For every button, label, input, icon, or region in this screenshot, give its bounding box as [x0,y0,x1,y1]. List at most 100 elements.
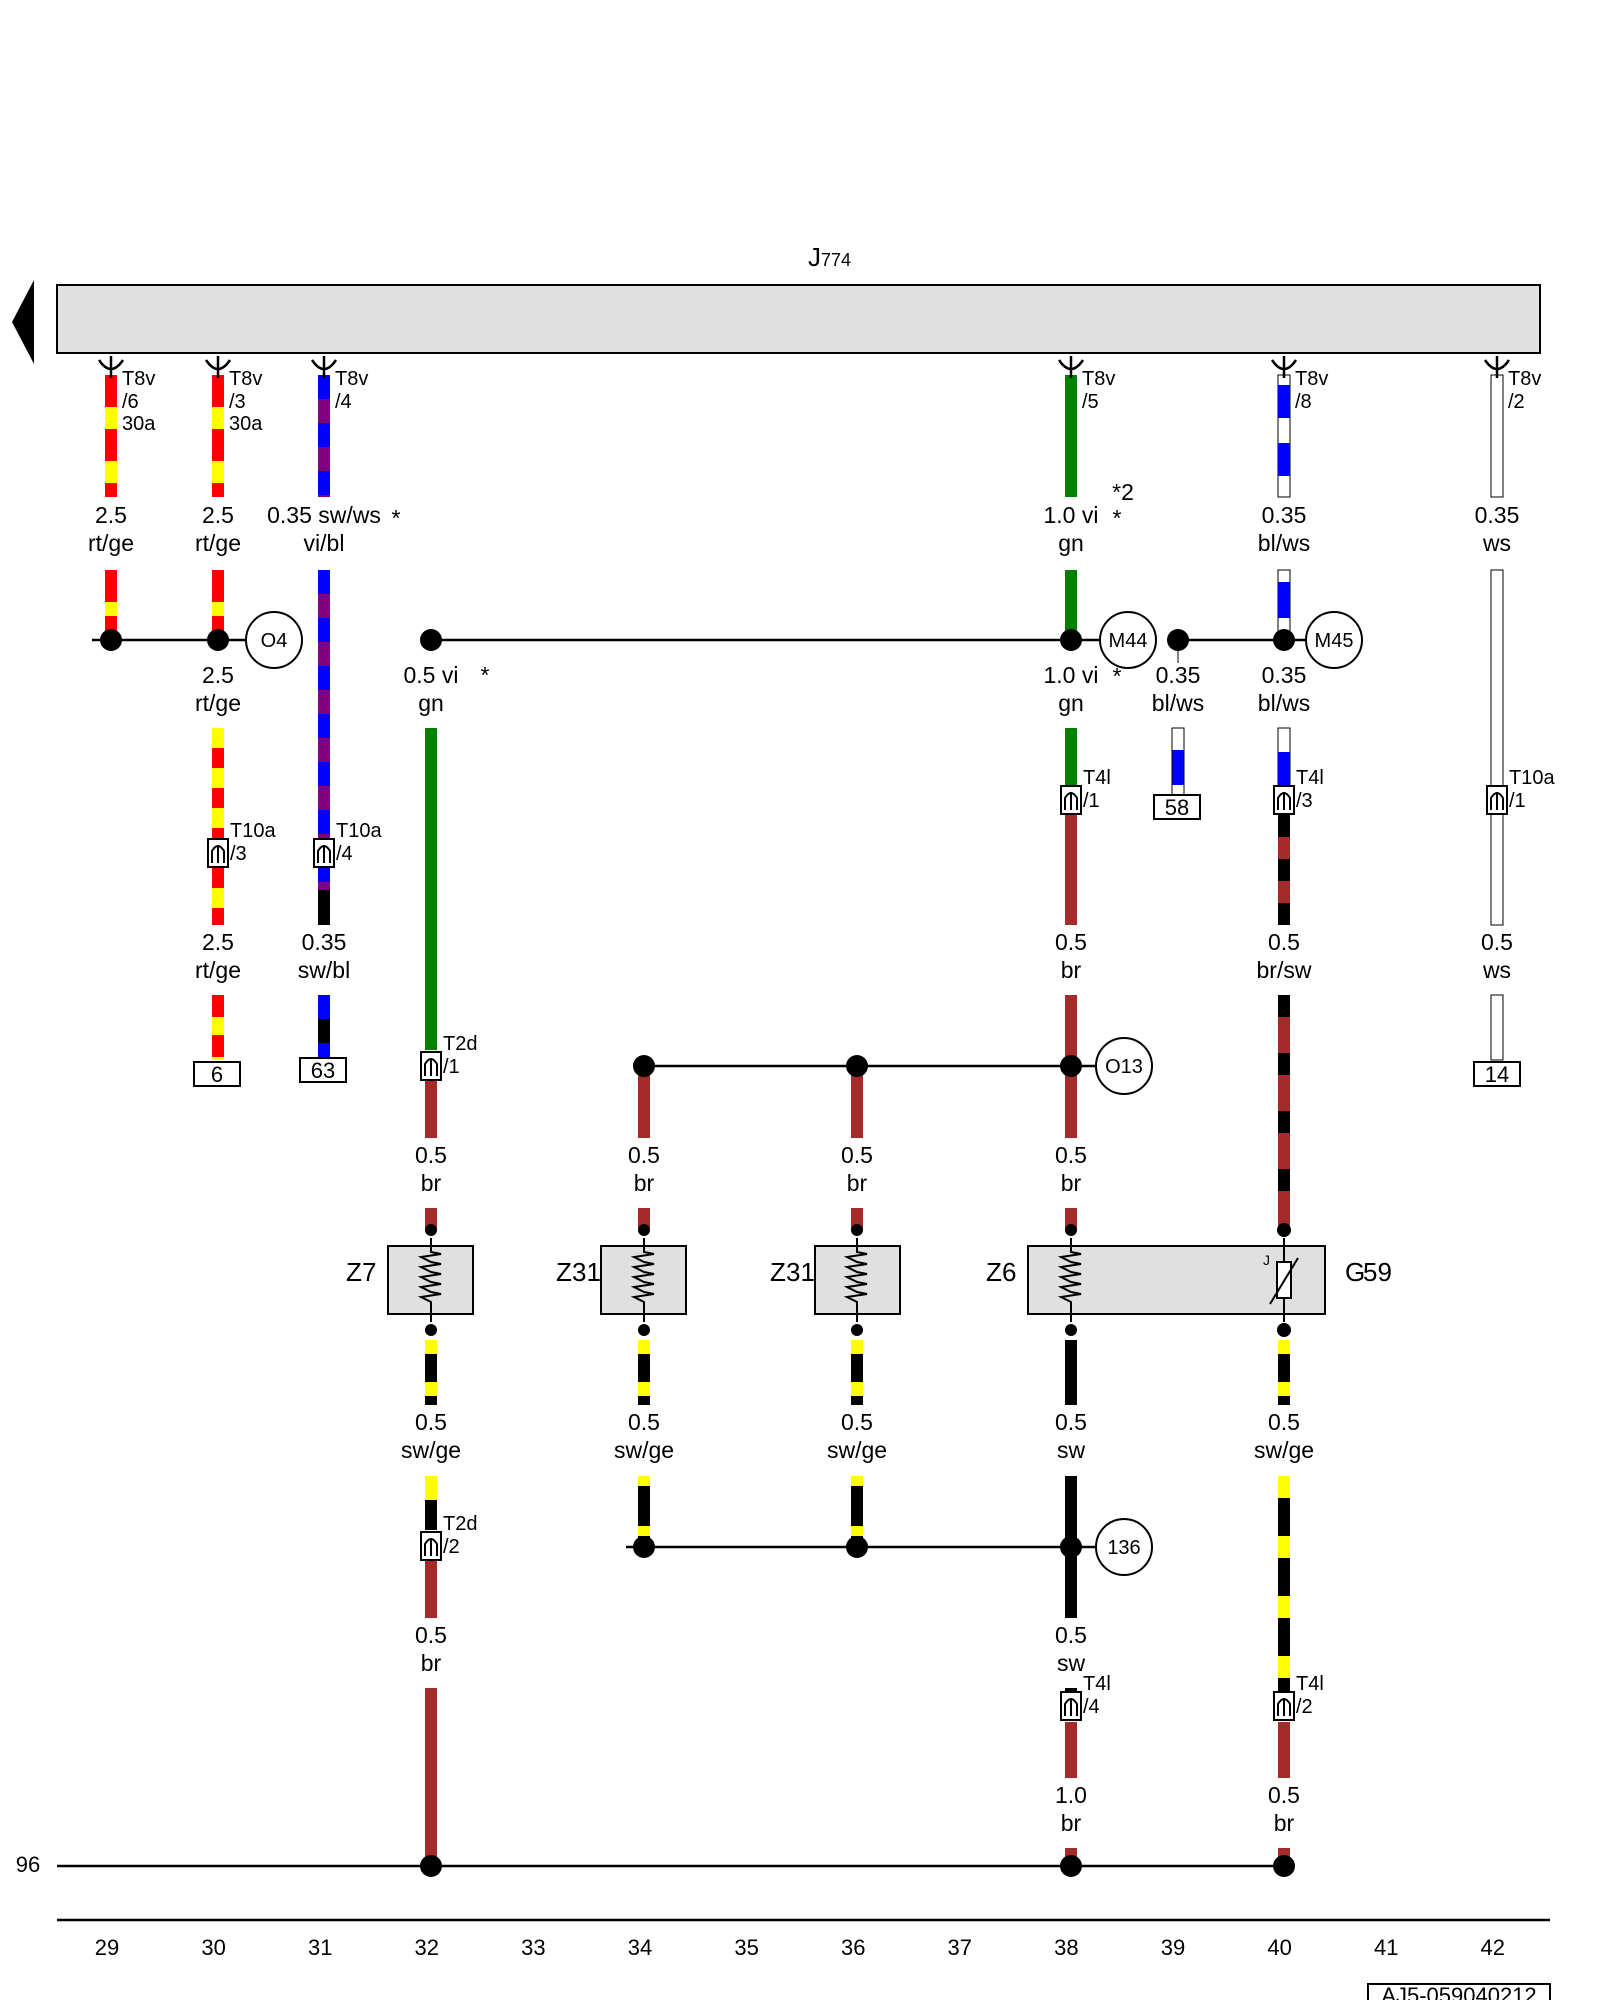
svg-text:Z: Z [770,1257,786,1287]
svg-text:M44: M44 [1109,630,1148,652]
svg-text:br: br [421,1170,442,1196]
svg-text:2.5: 2.5 [202,929,234,955]
svg-text:AJ5-059040212: AJ5-059040212 [1381,1983,1536,2000]
connector-t8v-4: T8v/4 [335,368,368,413]
svg-text:sw/ge: sw/ge [401,1437,461,1463]
svg-text:br/sw: br/sw [1257,957,1312,983]
column-number: 30 [201,1935,225,1960]
svg-text:br: br [1061,1170,1082,1196]
column-number: 41 [1374,1935,1398,1960]
svg-text:*2: *2 [1112,479,1134,505]
svg-text:2.5: 2.5 [202,502,234,528]
svg-text:0.35: 0.35 [1262,502,1307,528]
svg-text:1.0 vi: 1.0 vi [1044,502,1099,528]
reference-6: 6 [193,1061,241,1087]
svg-text:/1: /1 [1083,790,1100,812]
splice-o4: O4 [245,611,303,669]
svg-text:T2d: T2d [443,1033,477,1055]
svg-text:T10a: T10a [1509,767,1555,789]
svg-text:M45: M45 [1315,630,1354,652]
svg-text:ws: ws [1482,957,1511,983]
heater-icon [843,1224,868,1336]
module-j774-body [56,284,1541,354]
column-number: 32 [415,1935,439,1960]
svg-text:G: G [1345,1257,1365,1287]
svg-text:T10a: T10a [230,820,276,842]
column-number: 37 [948,1935,972,1960]
svg-text:7: 7 [362,1257,376,1287]
svg-text:/5: /5 [1082,391,1099,413]
svg-text:bl/ws: bl/ws [1152,690,1204,716]
svg-text:6: 6 [211,1062,223,1087]
svg-text:O13: O13 [1105,1056,1143,1078]
connector-t4l-1: T4l/1 [1060,767,1111,815]
t8v-connectors [97,356,1511,378]
connector-t10a-1: T10a/1 [1486,767,1555,815]
svg-text:0.5: 0.5 [415,1622,447,1648]
svg-text:br: br [847,1170,868,1196]
svg-text:/3: /3 [1296,790,1313,812]
wire-col39 [1171,650,1185,796]
svg-text:0.35: 0.35 [1475,502,1520,528]
svg-text:bl/ws: bl/ws [1258,690,1310,716]
svg-text:/6: /6 [122,391,139,413]
column-number: 34 [628,1935,652,1960]
svg-text:*: * [1113,663,1122,689]
splice-136: 136 [1095,1518,1153,1576]
svg-text:T8v: T8v [1508,368,1541,390]
svg-text:Z: Z [556,1257,572,1287]
svg-text:0.35: 0.35 [302,929,347,955]
svg-text:sw/bl: sw/bl [298,957,350,983]
svg-text:/2: /2 [1296,1696,1313,1718]
svg-text:0.5: 0.5 [628,1409,660,1435]
inline-connectors: T10a/3T10a/4T10a/1T2d/1T2d/2T4l/1T4l/3T4… [207,767,1555,1721]
module-label: J774 [808,242,851,272]
svg-text:0.5: 0.5 [841,1409,873,1435]
svg-text:0.5: 0.5 [1055,1142,1087,1168]
svg-text:30a: 30a [122,413,156,435]
svg-text:*: * [392,505,401,531]
svg-text:0.35: 0.35 [1262,662,1307,688]
svg-text:sw/ge: sw/ge [614,1437,674,1463]
svg-text:br: br [1061,957,1082,983]
svg-text:59: 59 [1363,1257,1392,1287]
svg-text:0.5: 0.5 [1268,1782,1300,1808]
heater-icon [1057,1224,1082,1336]
heater-elements [417,1224,1082,1336]
svg-text:T8v: T8v [229,368,262,390]
column-number: 39 [1161,1935,1185,1960]
connector-t10a-3: T10a/3 [207,820,276,868]
connector-t10a-4: T10a/4 [313,820,382,868]
connector-t4l-4: T4l/4 [1060,1673,1111,1721]
svg-text:2.5: 2.5 [95,502,127,528]
reference-58: 58 [1153,794,1201,820]
svg-text:bl/ws: bl/ws [1258,530,1310,556]
svg-text:rt/ge: rt/ge [195,690,241,716]
splice-m45: M45 [1305,611,1363,669]
svg-text:/4: /4 [335,391,352,413]
svg-text:rt/ge: rt/ge [88,530,134,556]
svg-text:/1: /1 [443,1056,460,1078]
splice-m44: M44 [1099,611,1157,669]
svg-text:0.5: 0.5 [1268,1409,1300,1435]
svg-text:T8v: T8v [1082,368,1115,390]
svg-text:/2: /2 [443,1536,460,1558]
svg-text:Z: Z [986,1257,1002,1287]
svg-text:gn: gn [1058,690,1084,716]
svg-text:br: br [1274,1810,1295,1836]
svg-text:0.5 vi: 0.5 vi [404,662,459,688]
svg-text:0.5: 0.5 [1481,929,1513,955]
connector-t8v-2: T8v/2 [1508,368,1541,413]
wire-col42 [1490,374,1504,1061]
svg-text:gn: gn [418,690,444,716]
reference-14: 14 [1473,1061,1521,1087]
svg-text:/2: /2 [1508,391,1525,413]
svg-text:14: 14 [1485,1062,1509,1087]
ground-ref-96: 96 [16,1852,40,1877]
svg-text:T8v: T8v [122,368,155,390]
junction-dots [100,629,1295,1877]
